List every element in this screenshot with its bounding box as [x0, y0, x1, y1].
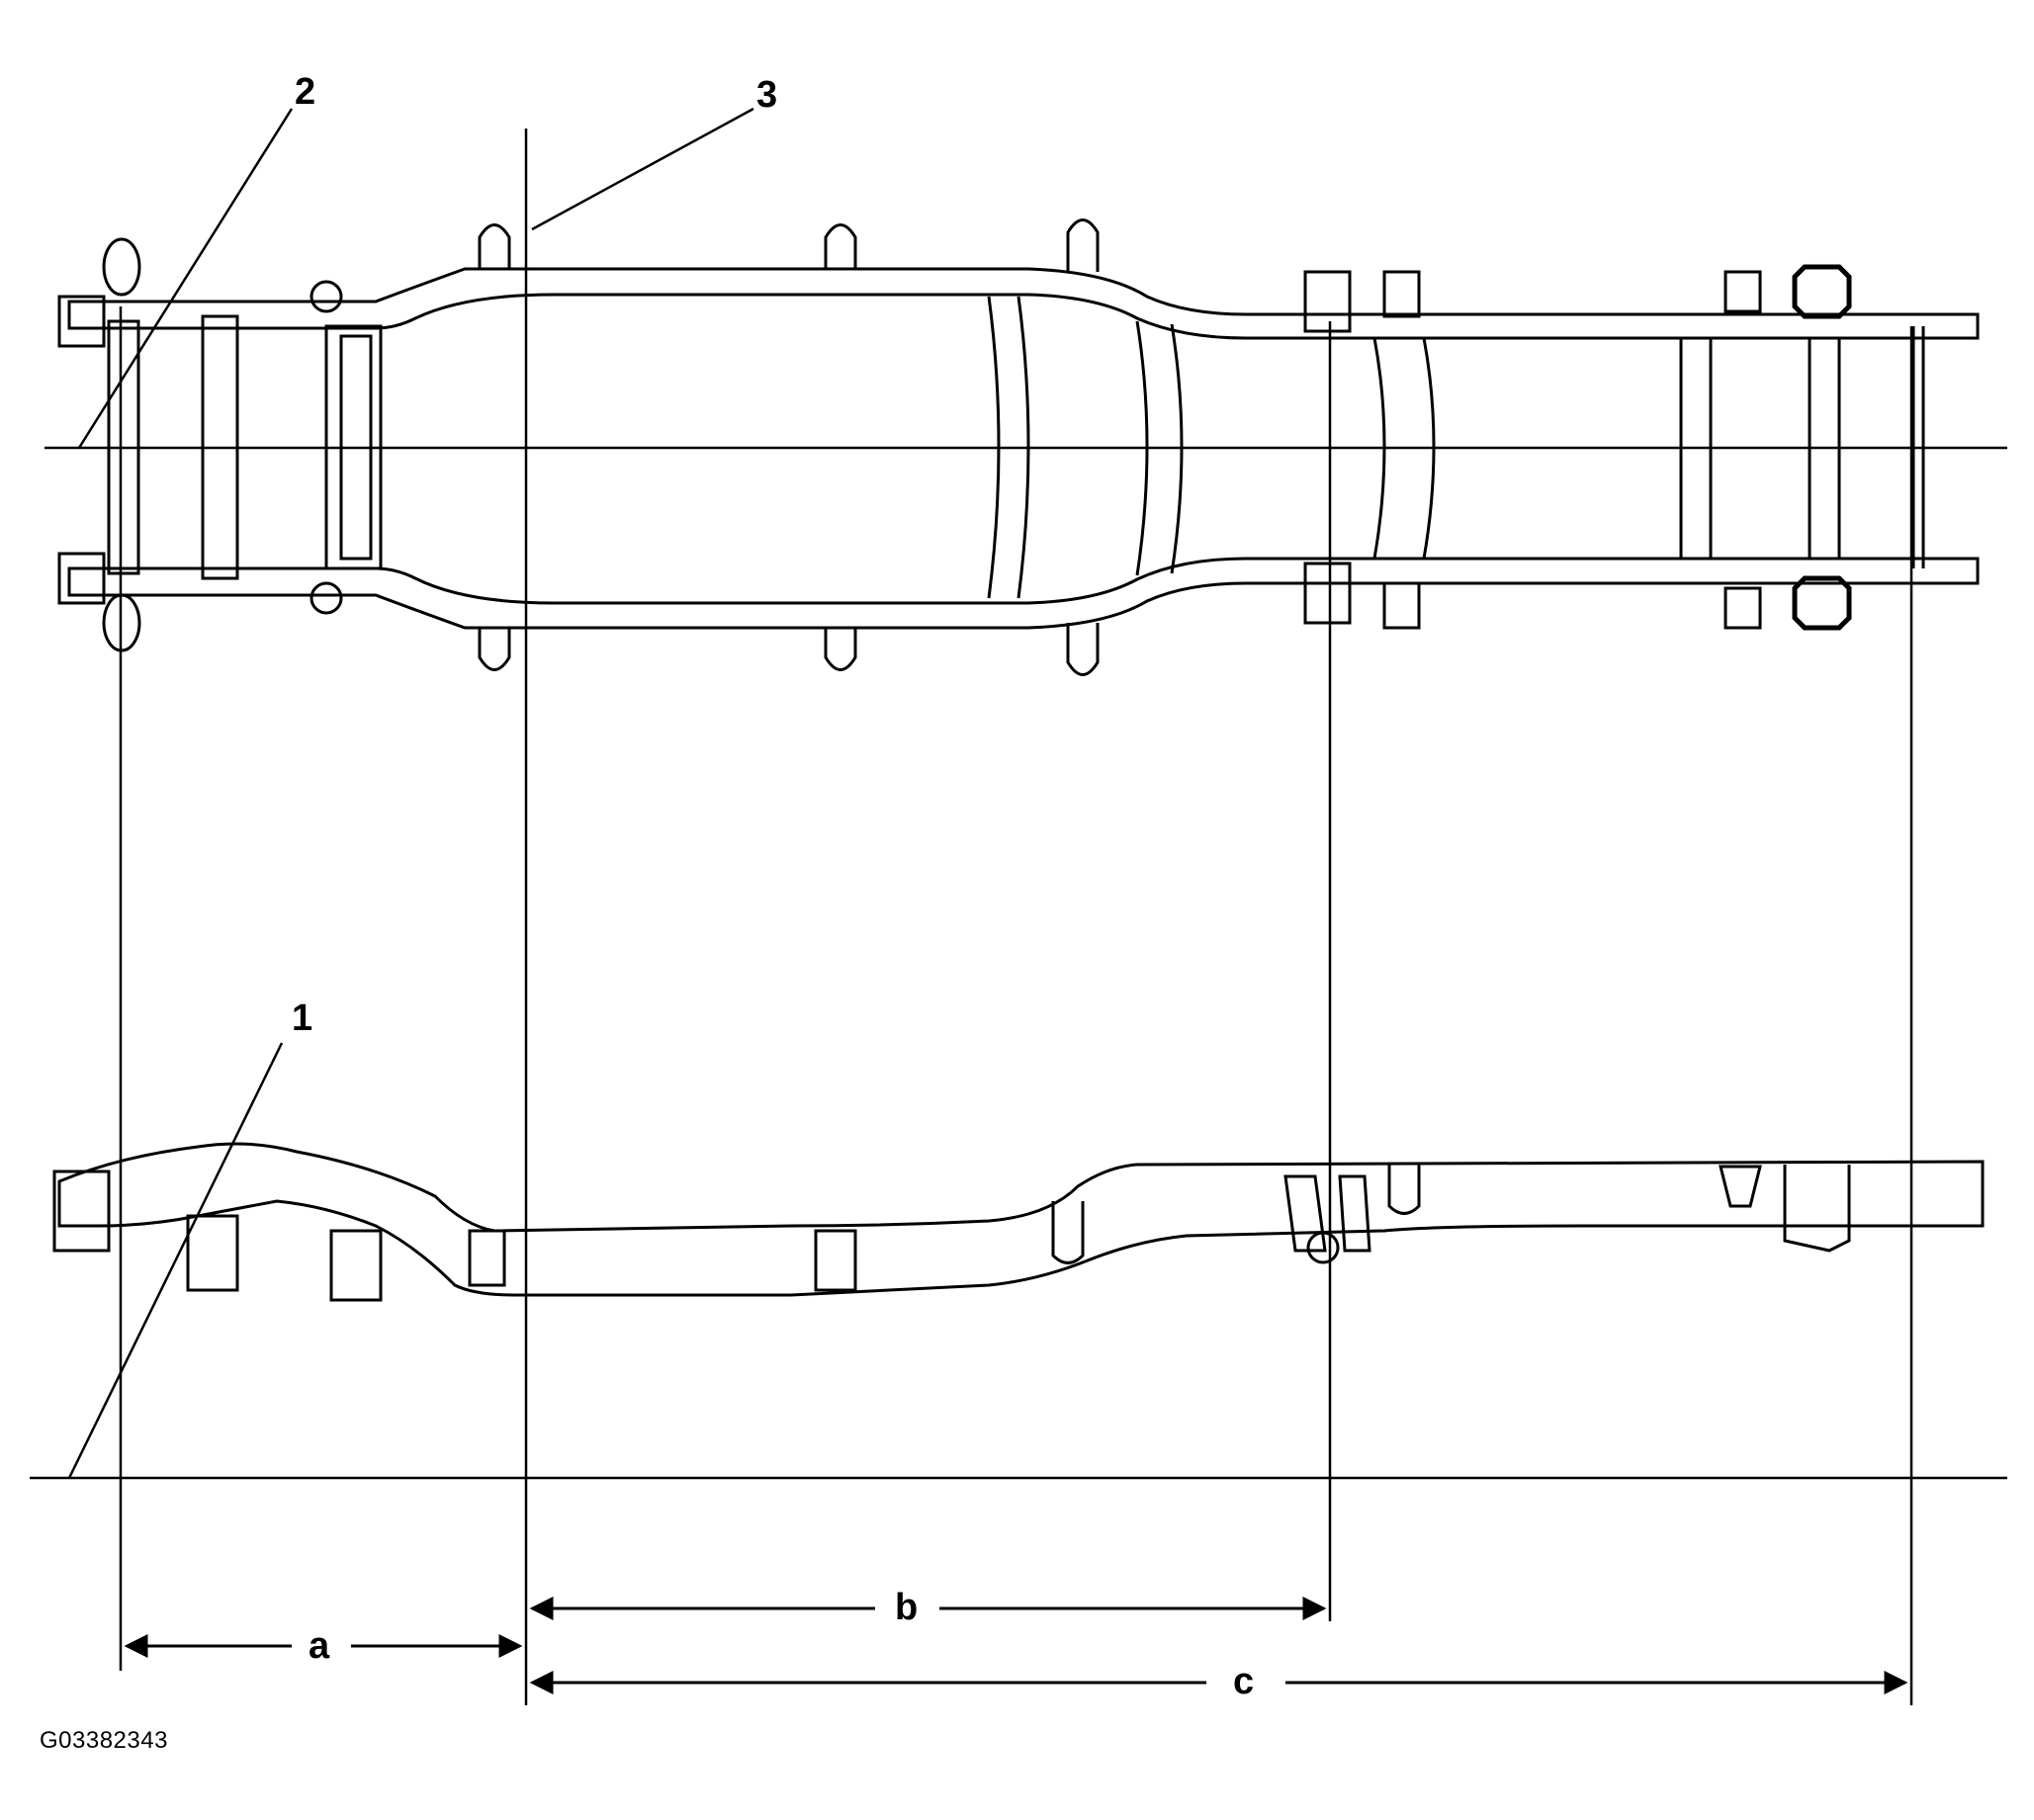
mid-crossmember-1 [987, 296, 1030, 599]
leader-2 [77, 108, 294, 449]
lower-frame-rail [67, 557, 1980, 630]
rear-crossmember-2 [1679, 336, 1713, 561]
spring-hanger-side-3 [1338, 1174, 1371, 1253]
body-mount-3-upper [1066, 218, 1100, 272]
front-bumper-side [52, 1170, 111, 1253]
dimension-lines [124, 1597, 1908, 1694]
rear-jounce-upper [1792, 264, 1852, 319]
reference-lines [67, 107, 1913, 1705]
side-frame-rail [57, 1142, 1985, 1297]
body-mount-3-lower [1066, 623, 1100, 676]
spring-hanger-side-2 [1283, 1174, 1327, 1253]
front-suspension-side [186, 1214, 239, 1292]
rear-shock-upper [1382, 270, 1421, 318]
body-mount-1-lower [478, 628, 511, 671]
coil-spring-lower [310, 581, 343, 615]
rear-hanger-upper [1303, 270, 1352, 333]
mid-crossmember-2 [1135, 320, 1184, 576]
shackle-side [1306, 1231, 1340, 1264]
side-view [30, 1142, 2007, 1480]
body-mount-side-2 [814, 1229, 857, 1292]
rear-crossmember-1 [1372, 337, 1436, 560]
rear-jounce-lower [1792, 575, 1852, 631]
leader-1 [67, 1042, 284, 1479]
upper-frame-rail [67, 267, 1980, 340]
rear-shock-mount-side [1783, 1165, 1851, 1253]
front-bumper-bracket-upper [57, 295, 106, 348]
rear-hanger-side [1719, 1165, 1762, 1208]
labels: 2 3 1 a b c [292, 71, 1254, 1702]
body-mount-2-lower [824, 628, 857, 671]
dim-a-label: a [309, 1625, 330, 1667]
rear-shock-lower [1382, 581, 1421, 630]
front-crossmember-3 [324, 324, 383, 570]
body-mount-1-upper [478, 223, 511, 269]
rear-crossmember-3 [1808, 336, 1841, 561]
leader-3 [531, 107, 754, 231]
front-crossmember [107, 319, 140, 575]
front-mount-upper [102, 237, 141, 297]
callout-3: 3 [756, 74, 777, 116]
front-bumper-bracket-lower [57, 552, 106, 605]
rear-hanger-lower [1303, 562, 1352, 625]
dim-c-label: c [1233, 1661, 1254, 1702]
figure-id: G03382343 [40, 1727, 168, 1754]
steering-gear-side [329, 1229, 383, 1302]
tow-bracket-side [1387, 1165, 1421, 1215]
body-mount-2-upper [824, 223, 857, 269]
body-mount-side-1 [468, 1229, 506, 1287]
front-crossmember-4 [339, 334, 373, 561]
coil-spring-upper [310, 280, 343, 313]
top-view [44, 218, 2007, 676]
rear-mount-lower [1724, 586, 1762, 630]
callout-1: 1 [292, 997, 312, 1039]
spring-hanger-side-1 [1051, 1201, 1085, 1264]
dim-b-label: b [895, 1587, 918, 1628]
rear-mount-upper [1724, 270, 1762, 313]
front-crossmember-2 [201, 314, 239, 580]
callout-2: 2 [295, 71, 315, 113]
